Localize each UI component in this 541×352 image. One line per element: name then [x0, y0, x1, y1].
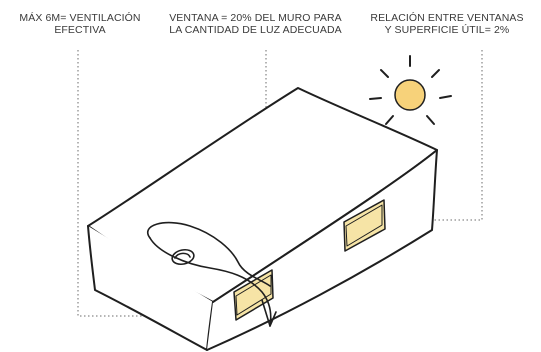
- label-window-light-line2: LA CANTIDAD DE LUZ ADECUADA: [169, 24, 342, 36]
- sun-ray-top-left: [380, 69, 389, 78]
- label-window-light-line1: VENTANA = 20% DEL MURO PARA: [169, 12, 342, 24]
- sun-ray-left: [369, 97, 382, 100]
- window-far-sill: [345, 204, 383, 247]
- label-window-ratio: RELACIÓN ENTRE VENTANAS Y SUPERFICIE ÚTI…: [366, 12, 528, 36]
- label-ventilation: MÁX 6M= VENTILACIÓN EFECTIVA: [14, 12, 146, 36]
- label-ventilation-line2: EFECTIVA: [54, 24, 106, 36]
- window-far: [343, 199, 386, 252]
- window-near-sill: [235, 274, 272, 316]
- label-window-ratio-line1: RELACIÓN ENTRE VENTANAS: [370, 12, 524, 24]
- sun-ray-right: [439, 95, 452, 99]
- label-ventilation-line1: MÁX 6M= VENTILACIÓN: [19, 12, 141, 24]
- sun-ray-bottom-right: [426, 115, 435, 125]
- airflow-swirl-icon: [147, 221, 277, 327]
- leader-ventilation: [77, 50, 210, 317]
- label-window-ratio-line2: Y SUPERFICIE ÚTIL= 2%: [384, 24, 510, 36]
- block-left-face: [87, 225, 214, 351]
- label-window-light: VENTANA = 20% DEL MURO PARA LA CANTIDAD …: [153, 12, 358, 36]
- sun-ray-bottom-left: [385, 115, 394, 125]
- sun-icon: [369, 55, 452, 125]
- leader-window-ratio: [386, 50, 483, 221]
- sun-disc: [394, 79, 426, 111]
- sun-ray-top-right: [431, 69, 440, 78]
